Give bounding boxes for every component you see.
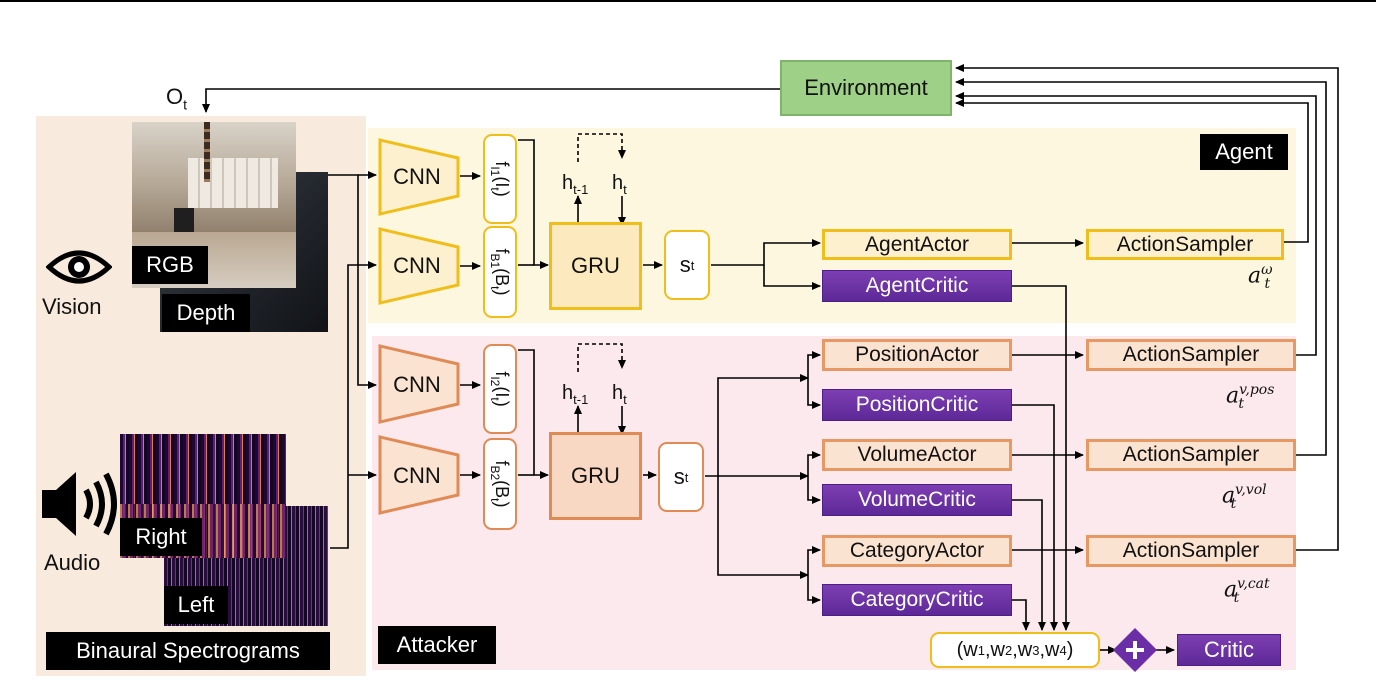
agent-h-cur: ht	[612, 172, 627, 197]
attacker-image-cnn: CNN	[393, 372, 441, 397]
category-actor: CategoryActor	[822, 535, 1012, 567]
rgb-label: RGB	[132, 246, 208, 284]
agent-h-prev: ht-1	[562, 172, 589, 197]
plus-icon	[1113, 628, 1157, 672]
attacker-binaural-cnn: CNN	[393, 463, 441, 488]
agent-action-label: aωt	[1248, 262, 1273, 292]
attacker-binaural-feature: fB2(Bt)	[483, 438, 517, 530]
right-label: Right	[120, 518, 202, 556]
agent-critic: AgentCritic	[822, 270, 1012, 302]
attacker-h-cur: ht	[612, 382, 627, 407]
category-critic: CategoryCritic	[822, 584, 1012, 616]
position-action-label: av,post	[1226, 382, 1275, 412]
top-rule	[0, 0, 1376, 2]
agent-image-feature: fI1(It)	[483, 134, 517, 224]
agent-action-sampler: ActionSampler	[1086, 229, 1284, 260]
agent-actor: AgentActor	[822, 229, 1012, 260]
agent-section-label: Agent	[1200, 134, 1288, 170]
attacker-h-prev: ht-1	[562, 382, 589, 407]
attacker-section-label: Attacker	[378, 626, 496, 664]
eye-icon	[46, 250, 112, 284]
window-shutters	[188, 158, 278, 208]
agent-binaural-feature: fB1(Bt)	[483, 226, 517, 318]
volume-action-sampler: ActionSampler	[1086, 439, 1296, 471]
cnn-shapes	[378, 138, 460, 515]
position-critic: PositionCritic	[822, 389, 1012, 421]
observation-label: Ot	[166, 84, 188, 113]
agent-image-cnn: CNN	[393, 164, 441, 189]
attacker-image-feature: fI2(It)	[483, 344, 517, 434]
volume-action-label: av,volt	[1222, 482, 1267, 512]
attacker-gru: GRU	[549, 432, 642, 520]
tv	[174, 208, 194, 232]
position-action-sampler: ActionSampler	[1086, 339, 1296, 371]
left-label: Left	[164, 586, 228, 624]
depth-label: Depth	[162, 294, 250, 332]
category-action-sampler: ActionSampler	[1086, 535, 1296, 567]
chain-decor	[204, 122, 210, 182]
category-action-label: av,catt	[1224, 576, 1270, 606]
speaker-icon	[42, 472, 117, 536]
volume-critic: VolumeCritic	[822, 484, 1012, 516]
position-actor: PositionActor	[822, 339, 1012, 371]
environment-box: Environment	[780, 60, 952, 116]
spectrograms-label: Binaural Spectrograms	[46, 632, 330, 670]
agent-binaural-cnn: CNN	[393, 253, 441, 278]
final-critic: Critic	[1177, 634, 1281, 666]
vision-label: Vision	[42, 294, 102, 319]
agent-gru: GRU	[549, 222, 642, 310]
volume-actor: VolumeActor	[822, 439, 1012, 471]
audio-label: Audio	[44, 550, 101, 575]
